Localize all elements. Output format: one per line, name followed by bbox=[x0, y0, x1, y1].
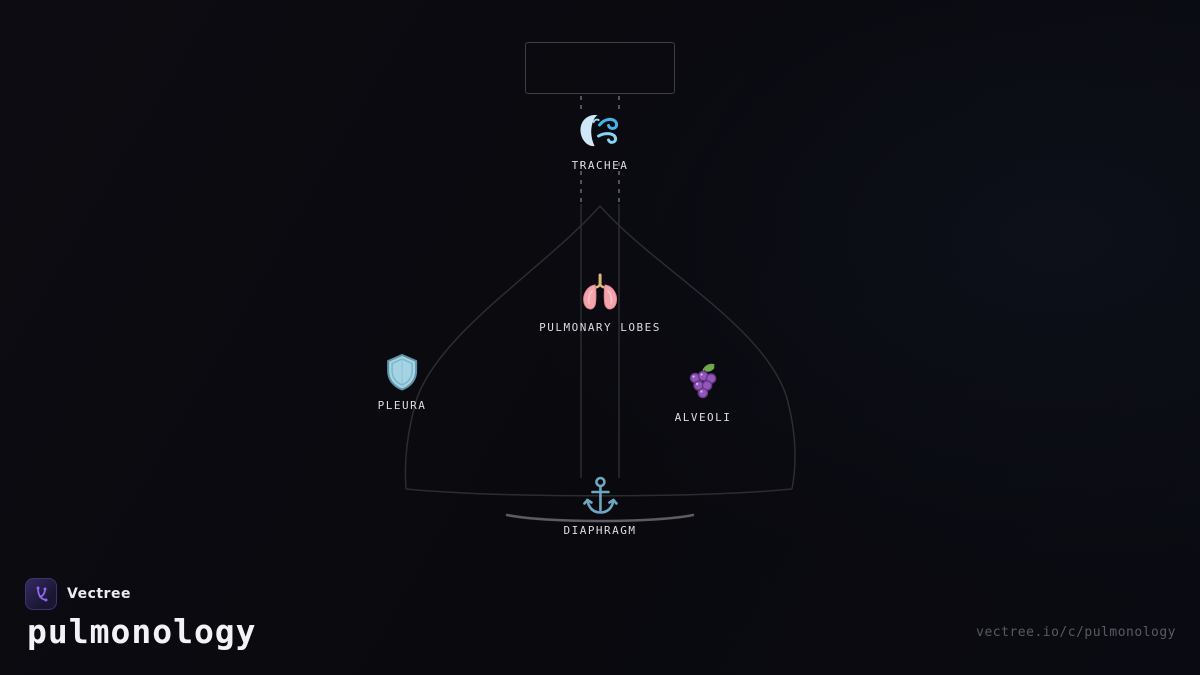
page-title: pulmonology bbox=[27, 612, 257, 651]
node-pulmonary-lobes[interactable]: PULMONARY LOBES bbox=[539, 272, 661, 334]
node-alveoli[interactable]: ALVEOLI bbox=[675, 362, 732, 424]
grapes-icon bbox=[685, 362, 721, 404]
tree-graph-icon bbox=[25, 578, 57, 610]
node-label: PULMONARY LOBES bbox=[539, 321, 661, 334]
brand-block[interactable]: Vectree bbox=[25, 578, 131, 610]
shield-icon bbox=[385, 353, 420, 392]
node-diaphragm[interactable]: DIAPHRAGM bbox=[563, 475, 636, 537]
node-label: DIAPHRAGM bbox=[563, 524, 637, 537]
wind-blowing-face-icon bbox=[577, 112, 623, 152]
lungs-icon bbox=[579, 272, 621, 314]
node-label: PLEURA bbox=[377, 399, 427, 412]
node-pleura[interactable]: PLEURA bbox=[378, 353, 427, 412]
root-node-box[interactable] bbox=[525, 42, 675, 94]
footer-url: vectree.io/c/pulmonology bbox=[976, 625, 1176, 640]
brand-name: Vectree bbox=[67, 586, 131, 602]
node-label: ALVEOLI bbox=[674, 411, 732, 424]
node-trachea[interactable]: TRACHEA bbox=[572, 112, 629, 172]
node-label: TRACHEA bbox=[571, 159, 629, 172]
anchor-icon bbox=[581, 475, 619, 517]
